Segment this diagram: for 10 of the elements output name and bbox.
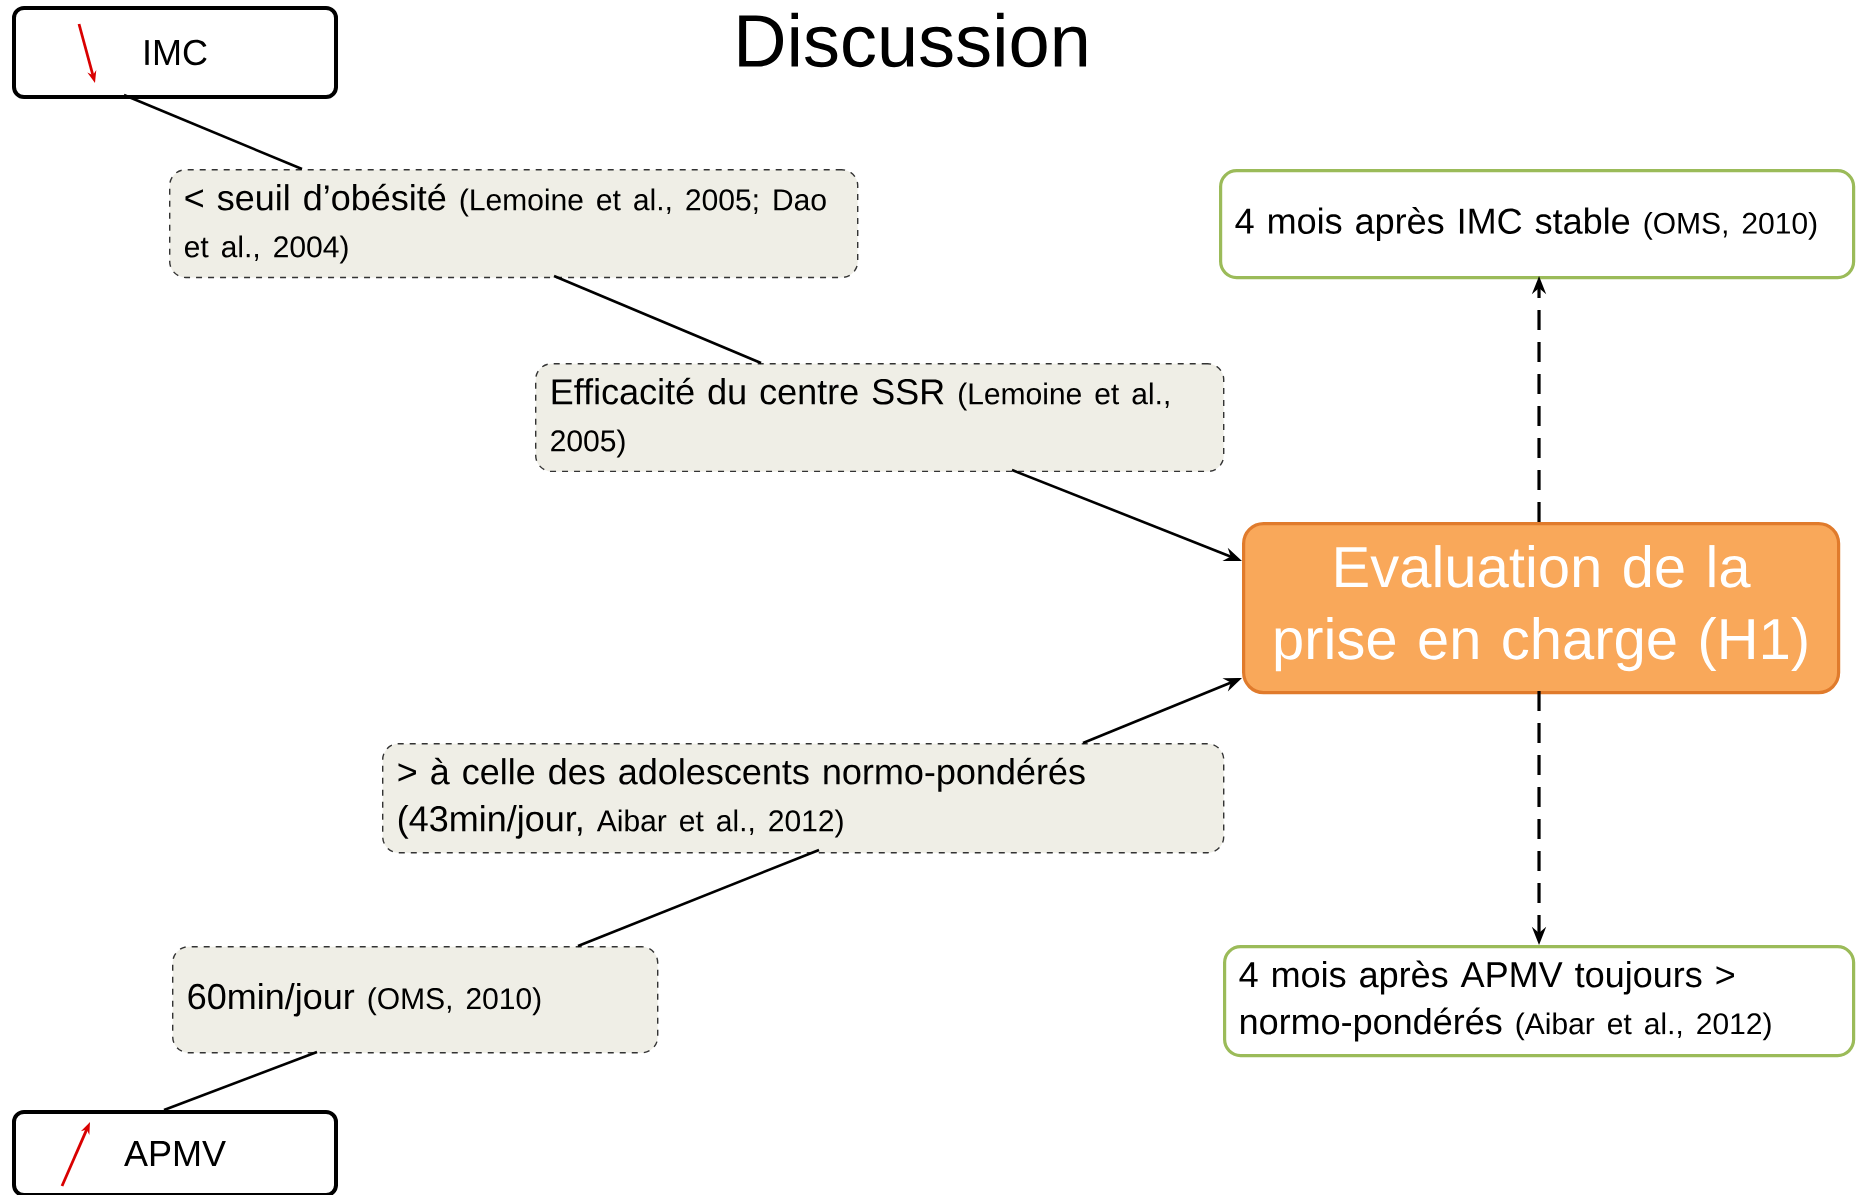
- note-box: > à celle des adolescents normo-pondérés (43min/jour, Aibar et al., 2012): [382, 743, 1225, 854]
- label-box: IMC: [12, 6, 338, 99]
- title: Discussion: [739, 12, 1087, 68]
- result-box: 4 mois après IMC stable (OMS, 2010): [1219, 169, 1856, 280]
- result-box: 4 mois après APMV toujours > normo-pondérés (Aibar et al., 2012): [1223, 945, 1856, 1058]
- note-box: < seuil d’obésité (Lemoine et al., 2005; Dao et al., 2004): [169, 169, 859, 279]
- label-box: APMV: [12, 1110, 338, 1195]
- note-box: Efficacité du centre SSR (Lemoine et al., 2005): [535, 363, 1225, 473]
- hypothesis-box: Evaluation de la prise en charge (H1): [1242, 522, 1841, 695]
- note-box: 60min/jour (OMS, 2010): [172, 946, 659, 1054]
